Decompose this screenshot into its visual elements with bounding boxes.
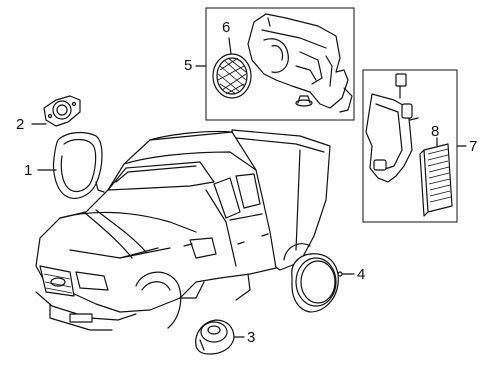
callout-4: 4 <box>357 266 366 283</box>
pickup-truck <box>35 129 331 331</box>
callout-6: 6 <box>222 19 231 36</box>
amplifier-module <box>419 143 453 217</box>
callout-3: 3 <box>247 329 256 346</box>
subwoofer-speaker <box>212 53 252 99</box>
callout-8: 8 <box>431 123 440 140</box>
callout-2: 2 <box>16 116 25 133</box>
subwoofer-box-group-frame <box>205 7 355 121</box>
tweeter-speaker <box>43 95 81 127</box>
callout-1: 1 <box>24 162 33 179</box>
door-speaker-small <box>195 319 235 355</box>
amplifier-bracket <box>365 73 419 183</box>
callout-5: 5 <box>184 57 193 74</box>
leader-6 <box>228 37 232 55</box>
subwoofer-enclosure <box>247 13 353 113</box>
door-speaker-large <box>291 253 343 313</box>
speaker-grille-ring <box>52 131 105 199</box>
callout-7: 7 <box>469 138 478 155</box>
